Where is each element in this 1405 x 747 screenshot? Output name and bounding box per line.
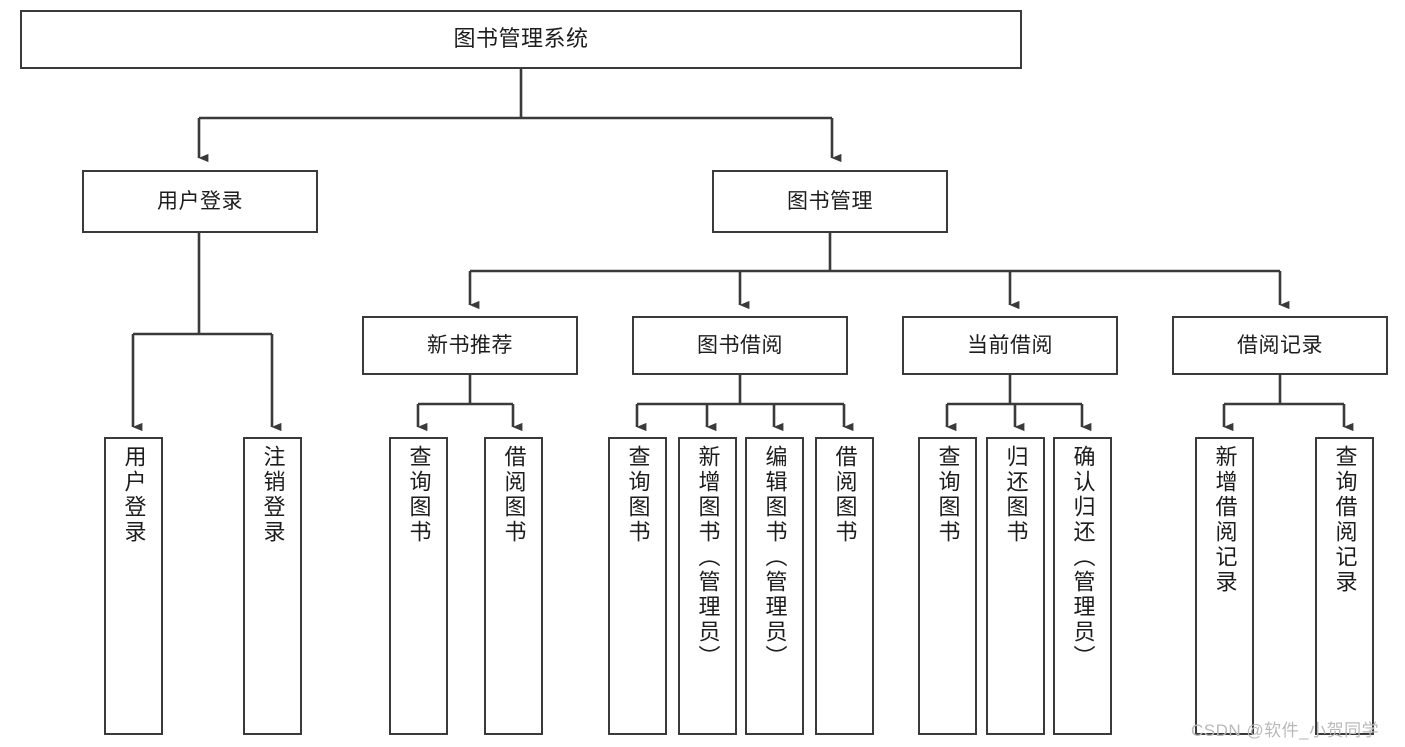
node-label: 编辑图书（管理员） [762, 445, 788, 670]
node-label: 查询图书 [935, 445, 961, 545]
leaf-borrow-book[interactable]: 借阅图书 [815, 437, 874, 735]
node-book-borrow[interactable]: 图书借阅 [632, 316, 848, 375]
node-label: 图书借阅 [697, 333, 783, 357]
node-label: 查询图书 [625, 445, 651, 545]
leaf-add-borrow-record[interactable]: 新增借阅记录 [1195, 437, 1254, 735]
node-label: 用户登录 [157, 189, 243, 213]
node-label: 查询借阅记录 [1332, 445, 1358, 595]
node-borrow-record[interactable]: 借阅记录 [1172, 316, 1388, 375]
node-label: 用户登录 [121, 445, 147, 545]
node-user-login[interactable]: 用户登录 [82, 170, 318, 233]
node-label: 图书管理 [787, 189, 873, 213]
node-label: 注销登录 [260, 445, 286, 545]
leaf-query-book-current[interactable]: 查询图书 [918, 437, 977, 735]
node-book-manage[interactable]: 图书管理 [712, 170, 948, 233]
leaf-query-borrow-record[interactable]: 查询借阅记录 [1315, 437, 1374, 735]
node-current-borrow[interactable]: 当前借阅 [902, 316, 1118, 375]
node-new-book-recommend[interactable]: 新书推荐 [362, 316, 578, 375]
node-root-system[interactable]: 图书管理系统 [20, 10, 1022, 69]
leaf-query-book-borrow[interactable]: 查询图书 [608, 437, 667, 735]
node-label: 归还图书 [1003, 445, 1029, 545]
leaf-logout-login[interactable]: 注销登录 [243, 437, 302, 735]
node-label: 借阅记录 [1237, 333, 1323, 357]
node-label: 新书推荐 [427, 333, 513, 357]
node-label: 确认归还（管理员） [1070, 445, 1096, 670]
node-label: 新增图书（管理员） [695, 445, 721, 670]
node-label: 借阅图书 [501, 445, 527, 545]
csdn-watermark: CSDN @软件_小贺同学 [1191, 721, 1380, 740]
node-label: 借阅图书 [832, 445, 858, 545]
node-label: 新增借阅记录 [1212, 445, 1238, 595]
leaf-user-login[interactable]: 用户登录 [104, 437, 163, 735]
leaf-query-book-recommend[interactable]: 查询图书 [389, 437, 448, 735]
leaf-edit-book[interactable]: 编辑图书（管理员） [745, 437, 804, 735]
leaf-return-book[interactable]: 归还图书 [986, 437, 1045, 735]
leaf-add-book[interactable]: 新增图书（管理员） [678, 437, 737, 735]
node-label: 查询图书 [406, 445, 432, 545]
node-label: 图书管理系统 [453, 26, 589, 52]
node-label: 当前借阅 [967, 333, 1053, 357]
leaf-confirm-return[interactable]: 确认归还（管理员） [1053, 437, 1112, 735]
leaf-borrow-book-recommend[interactable]: 借阅图书 [484, 437, 543, 735]
